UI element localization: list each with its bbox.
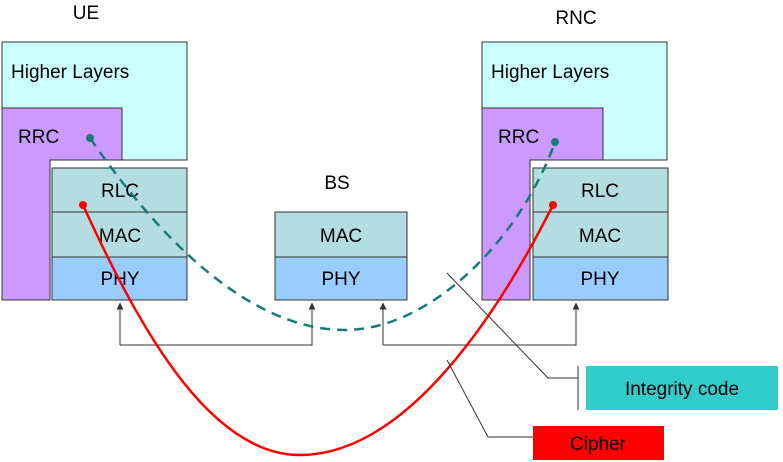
bs-rnc-link-arrow xyxy=(382,306,576,346)
rnc-phy-label: PHY xyxy=(580,269,619,290)
ue-rlc-label: RLC xyxy=(101,181,139,202)
bs-mac-label: MAC xyxy=(320,226,362,247)
cipher-label: Cipher xyxy=(570,434,627,455)
ue-bs-link-arrow xyxy=(119,306,312,346)
ue-higher-layers-label: Higher Layers xyxy=(11,62,129,83)
ue-rrc-label: RRC xyxy=(18,127,59,148)
rnc-rrc-label: RRC xyxy=(498,127,539,148)
integrity-code-box xyxy=(586,366,778,410)
integrity-protection-curve xyxy=(88,137,557,332)
ue-rlc-endpoint-dot xyxy=(79,201,87,209)
ue-rrc-block xyxy=(1,107,123,301)
rnc-rlc-label: RLC xyxy=(581,181,619,202)
integrity-code-label: Integrity code xyxy=(625,379,739,400)
cipher-box xyxy=(533,426,664,460)
rnc-phy-block xyxy=(532,256,669,301)
rnc-rlc-endpoint-dot xyxy=(549,201,557,209)
ue-mac-block xyxy=(51,211,188,258)
integrity-leader-line xyxy=(446,272,579,410)
rnc-rrc-block xyxy=(481,107,604,301)
rnc-rrc-endpoint-dot xyxy=(551,138,559,146)
rnc-title: RNC xyxy=(555,8,596,29)
cipher-leader-line xyxy=(446,359,533,438)
bs-phy-label: PHY xyxy=(321,269,360,290)
cipher-curve xyxy=(81,204,555,457)
bs-phy-block xyxy=(274,256,408,301)
ue-mac-label: MAC xyxy=(99,226,141,247)
bs-mac-block xyxy=(274,211,408,258)
rnc-mac-block xyxy=(532,211,669,258)
ue-rrc-endpoint-dot xyxy=(86,134,94,142)
rnc-higher-layers-label: Higher Layers xyxy=(491,62,609,83)
ue-title: UE xyxy=(73,3,99,24)
ue-rlc-block xyxy=(51,167,188,213)
bs-title: BS xyxy=(324,173,349,194)
rnc-mac-label: MAC xyxy=(579,226,621,247)
